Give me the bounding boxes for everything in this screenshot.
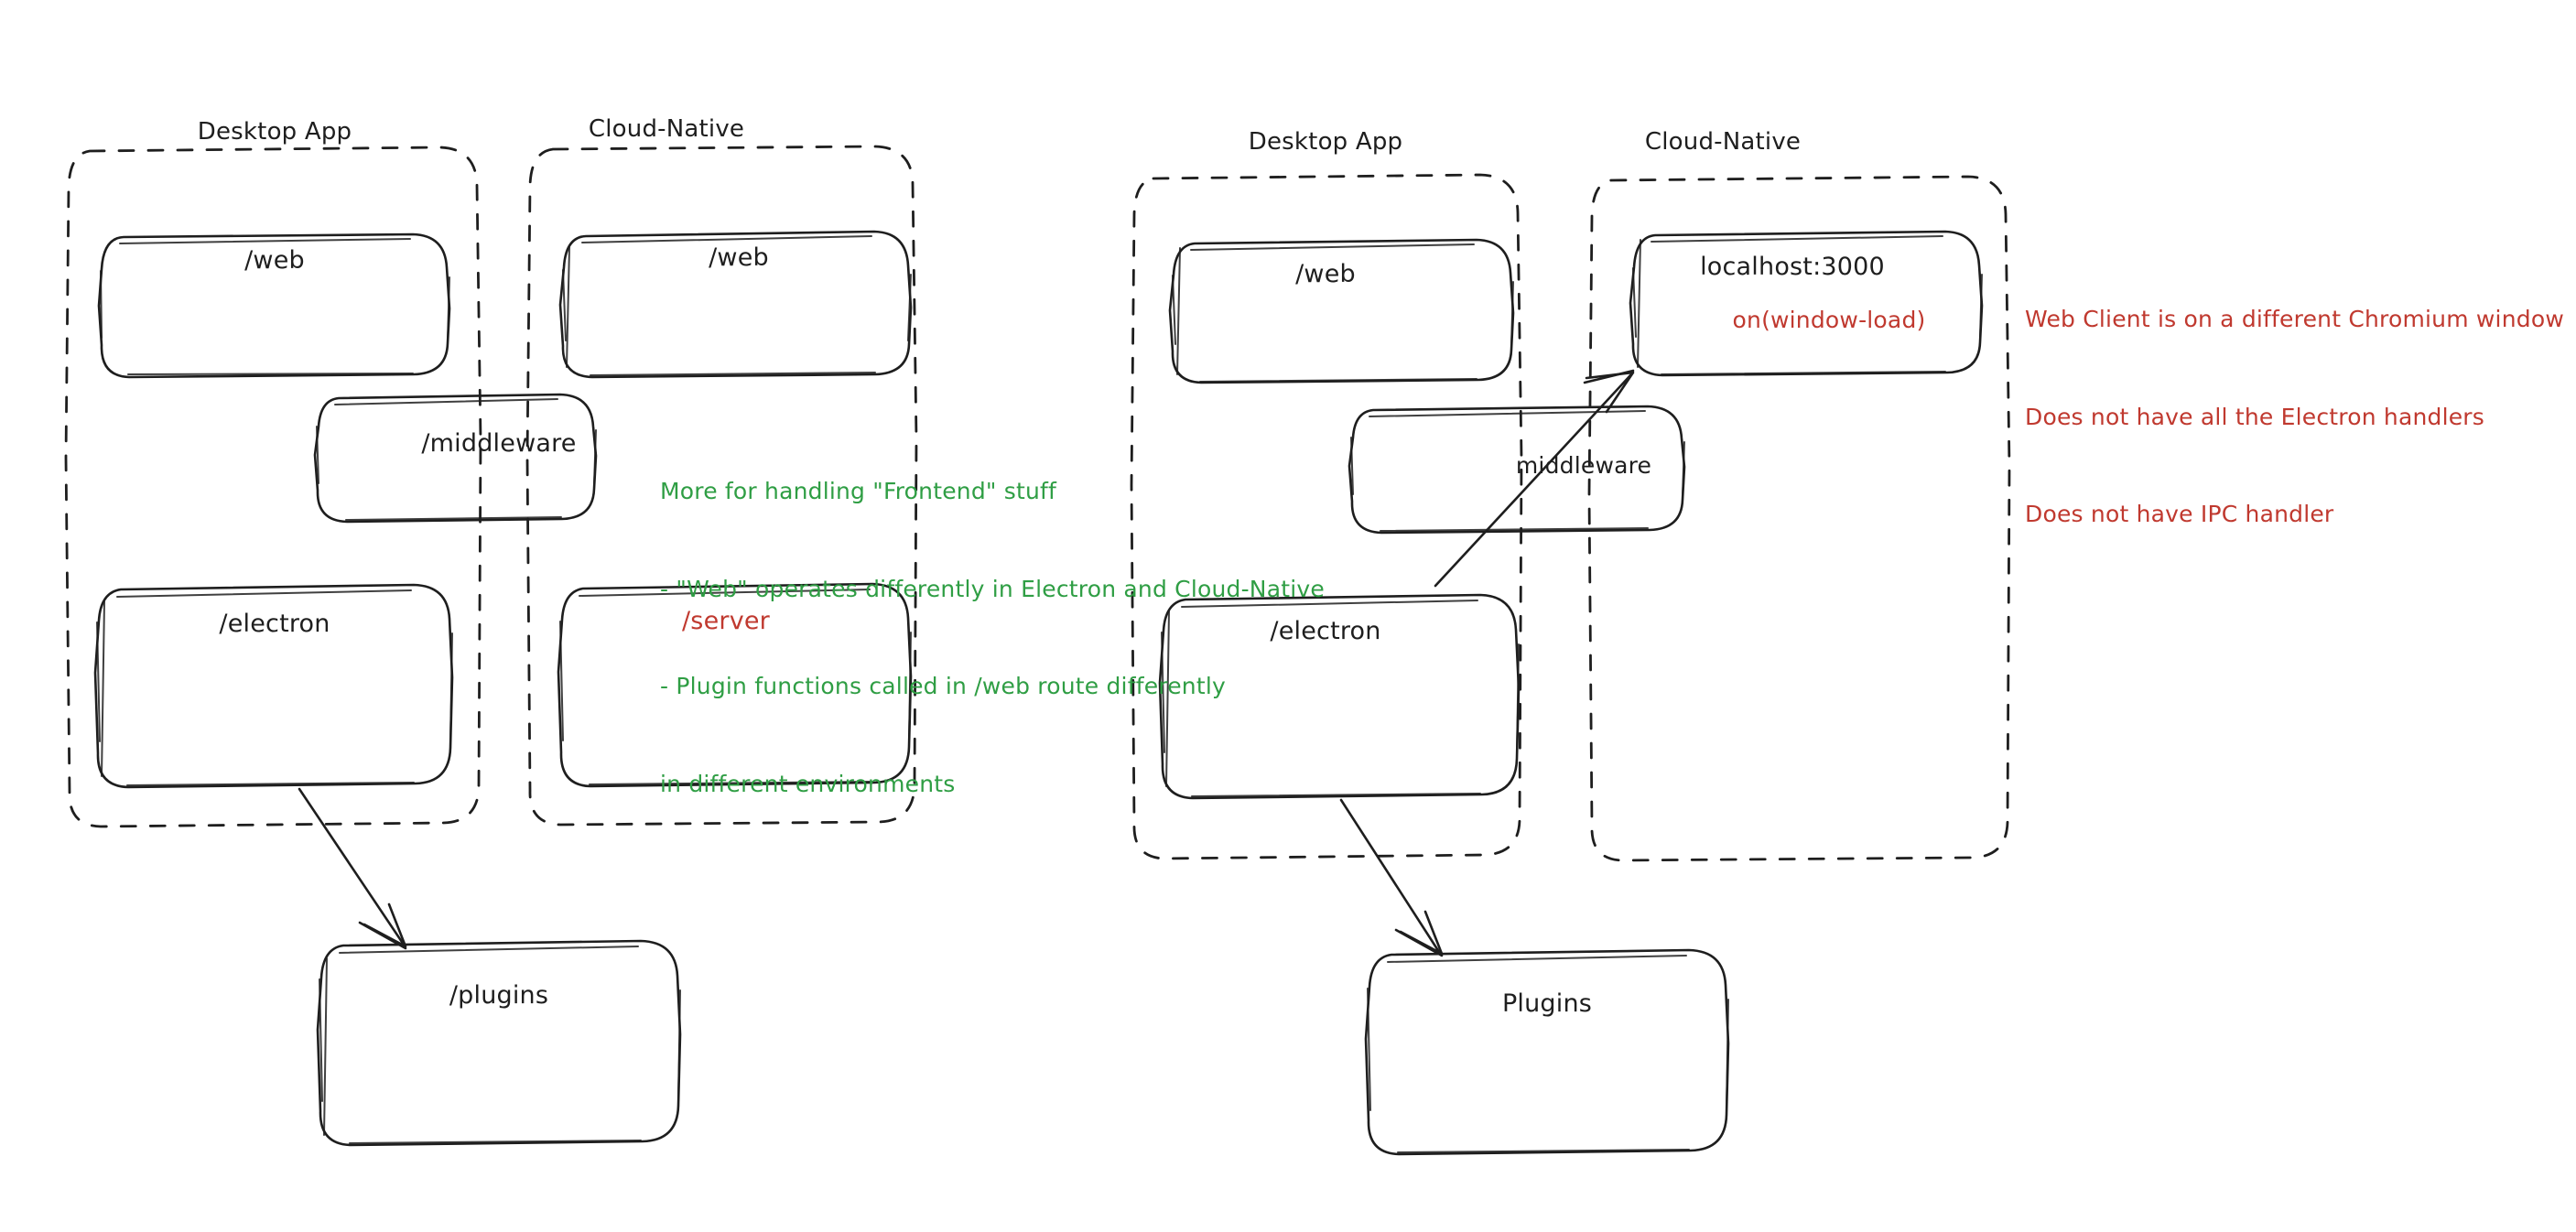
node-left-plugins[interactable] — [316, 939, 682, 1147]
note-green-line-4: in different environments — [660, 770, 956, 797]
node-label-left-electron: /electron — [219, 610, 330, 638]
node-label-right-electron: /electron — [1270, 617, 1381, 645]
note-green-frontend: More for handling "Frontend" stuff - "We… — [660, 410, 1325, 833]
note-red-line-2: Does not have all the Electron handlers — [2025, 403, 2485, 430]
note-red-web-client: Web Client is on a different Chromium wi… — [2025, 238, 2564, 563]
node-left-electron[interactable] — [93, 583, 454, 789]
node-right-electron[interactable] — [1158, 593, 1521, 800]
group-outline-left-cloud-native — [525, 145, 918, 827]
node-label-right-desktop-web: /web — [1295, 260, 1356, 288]
note-red-line-1: Web Client is on a different Chromium wi… — [2025, 306, 2564, 332]
node-label-right-plugins: Plugins — [1501, 989, 1593, 1018]
group-label-left-cloud-native: Cloud-Native — [588, 115, 745, 143]
node-left-middleware[interactable] — [313, 393, 598, 524]
group-label-right-desktop-app: Desktop App — [1248, 128, 1403, 156]
node-left-server[interactable] — [557, 582, 913, 788]
arrow-left-electron-to-plugins — [298, 787, 407, 950]
arrow-right-electron-to-plugins — [1339, 798, 1444, 957]
group-outline-right-desktop-app — [1130, 173, 1523, 860]
group-label-left-desktop-app: Desktop App — [197, 118, 352, 146]
node-sublabel-right-localhost-onload: on(window-load) — [1732, 307, 1926, 333]
arrow-right-electron-to-localhost — [1434, 369, 1635, 588]
node-label-left-server: /server — [682, 607, 770, 635]
note-red-line-3: Does not have IPC handler — [2025, 501, 2334, 527]
node-right-desktop-web[interactable] — [1168, 238, 1515, 384]
note-green-line-3: - Plugin functions called in /web route … — [660, 673, 1226, 699]
node-right-localhost[interactable] — [1629, 230, 1984, 377]
group-outline-left-desktop-app — [64, 146, 482, 828]
node-label-right-localhost: localhost:3000 — [1700, 253, 1885, 281]
node-left-cloud-web[interactable] — [558, 230, 913, 379]
node-label-left-cloud-web: /web — [709, 243, 769, 272]
node-right-middleware[interactable] — [1348, 405, 1686, 535]
node-left-desktop-web[interactable] — [97, 232, 451, 379]
note-green-line-1: More for handling "Frontend" stuff — [660, 478, 1057, 504]
node-label-left-middleware: /middleware — [421, 429, 577, 458]
node-label-right-middleware: middleware — [1515, 452, 1652, 479]
node-right-plugins[interactable] — [1364, 948, 1730, 1156]
node-label-left-plugins: /plugins — [449, 981, 549, 1010]
group-label-right-cloud-native: Cloud-Native — [1644, 128, 1802, 156]
node-label-left-desktop-web: /web — [244, 246, 305, 275]
group-outline-right-cloud-native — [1587, 175, 2011, 862]
note-green-line-2: - "Web" operates differently in Electron… — [660, 575, 1325, 602]
